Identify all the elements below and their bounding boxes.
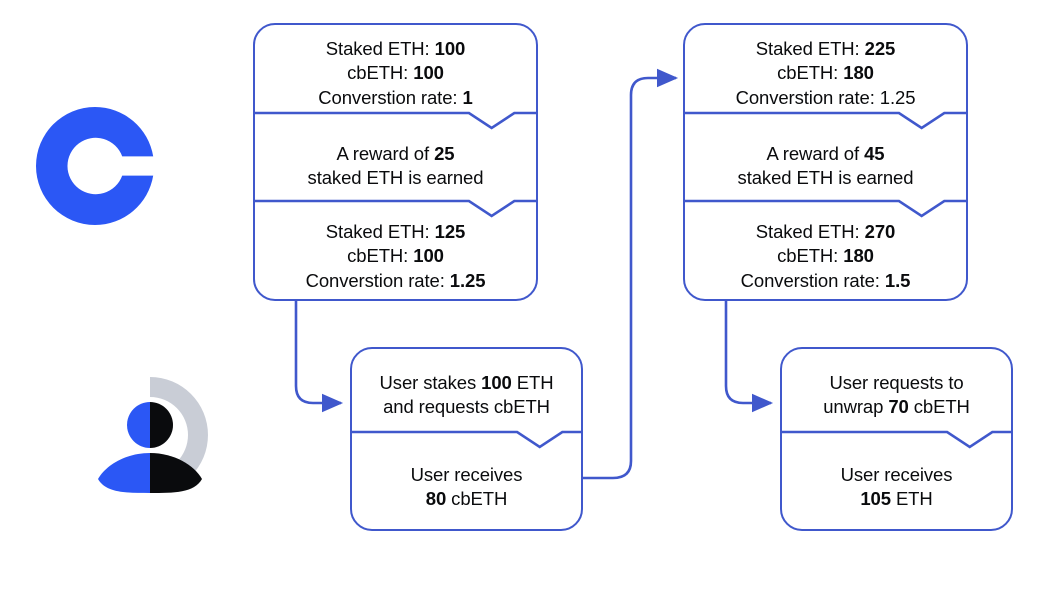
state-line: Staked ETH: 270 xyxy=(755,220,896,242)
protocol-state-card-1-initial-state: Staked ETH: 100 cbETH: 100 Converstion r… xyxy=(255,25,536,122)
state-line: 105 ETH xyxy=(860,488,933,509)
state-line: A reward of 25 xyxy=(336,142,455,164)
protocol-state-card-2-resulting-state: Staked ETH: 270 cbETH: 180 Converstion r… xyxy=(685,210,966,299)
avatar-head-left xyxy=(127,402,150,448)
user-unwrap-card-unwrap-result: User receives 105 ETH xyxy=(782,441,1011,529)
state-line: staked ETH is earned xyxy=(307,167,484,188)
avatar-gray-arc xyxy=(150,377,208,493)
state-line: Converstion rate: 1 xyxy=(318,86,473,108)
avatar-head-right xyxy=(150,402,173,448)
state-line: Staked ETH: 125 xyxy=(325,220,466,242)
protocol-state-card-1: Staked ETH: 100 cbETH: 100 Converstion r… xyxy=(253,23,538,301)
avatar-body-right xyxy=(150,453,202,493)
protocol-state-card-2: Staked ETH: 225 cbETH: 180 Converstion r… xyxy=(683,23,968,301)
protocol-state-card-2-reward-event: A reward of 45 staked ETH is earned xyxy=(685,122,966,210)
state-line: cbETH: 180 xyxy=(777,62,874,84)
user-stake-card-stake-result: User receives 80 cbETH xyxy=(352,441,581,529)
state-line: User receives xyxy=(410,463,523,485)
connector-stake-to-card2 xyxy=(583,68,679,480)
state-line: Converstion rate: 1.25 xyxy=(735,86,916,108)
state-line: cbETH: 100 xyxy=(347,62,444,84)
user-stake-card-stake-request: User stakes 100 ETH and requests cbETH xyxy=(352,349,581,441)
user-unwrap-card-unwrap-request: User requests to unwrap 70 cbETH xyxy=(782,349,1011,441)
state-line: cbETH: 180 xyxy=(777,245,874,267)
state-line: Converstion rate: 1.25 xyxy=(305,269,486,291)
state-line: Staked ETH: 225 xyxy=(755,37,896,59)
connector-card1-to-stake xyxy=(294,301,344,413)
user-avatar-icon xyxy=(88,373,212,497)
connector-card2-to-unwrap xyxy=(724,301,774,413)
protocol-state-card-2-initial-state: Staked ETH: 225 cbETH: 180 Converstion r… xyxy=(685,25,966,122)
protocol-state-card-1-reward-event: A reward of 25 staked ETH is earned xyxy=(255,122,536,210)
state-line: Staked ETH: 100 xyxy=(325,37,466,59)
state-line: staked ETH is earned xyxy=(737,167,914,188)
state-line: 80 cbETH xyxy=(425,488,508,509)
state-line: User requests to xyxy=(829,371,964,393)
coinbase-c-ring xyxy=(36,107,154,225)
state-line: A reward of 45 xyxy=(766,142,885,164)
state-line: cbETH: 100 xyxy=(347,245,444,267)
user-unwrap-card: User requests to unwrap 70 cbETH User re… xyxy=(780,347,1013,531)
state-line: unwrap 70 cbETH xyxy=(823,396,970,417)
coinbase-logo xyxy=(36,107,154,225)
state-line: User stakes 100 ETH xyxy=(379,371,554,393)
avatar-body-left xyxy=(98,453,150,493)
state-line: Converstion rate: 1.5 xyxy=(740,269,911,291)
user-stake-card: User stakes 100 ETH and requests cbETH U… xyxy=(350,347,583,531)
state-line: and requests cbETH xyxy=(383,396,550,417)
state-line: User receives xyxy=(840,463,953,485)
protocol-state-card-1-resulting-state: Staked ETH: 125 cbETH: 100 Converstion r… xyxy=(255,210,536,299)
